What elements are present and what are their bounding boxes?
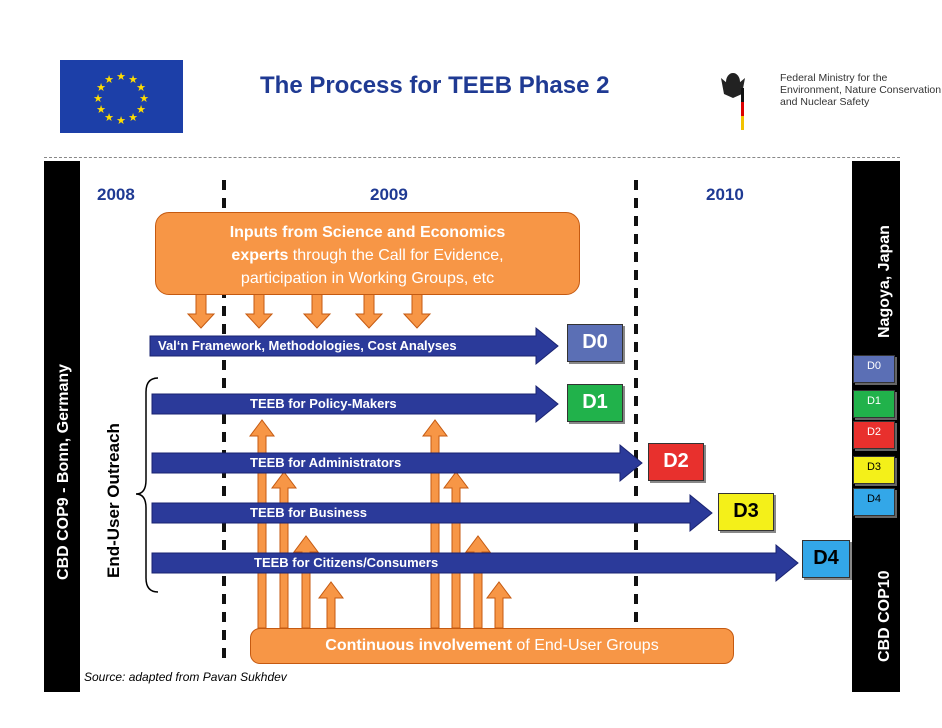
inputs-line-1: Inputs from Science and Economics — [229, 224, 506, 241]
year-label-2009: 2009 — [370, 185, 408, 204]
involvement-arrow — [486, 581, 512, 629]
stream-bar-d1 — [151, 384, 559, 424]
deliverable-d2: D2 — [648, 443, 704, 481]
input-arrow — [186, 293, 216, 329]
ministry-name: Federal Ministry for the Environment, Na… — [780, 72, 942, 108]
stream-bar-d4 — [151, 543, 799, 583]
header-divider — [44, 157, 900, 158]
svg-text:★: ★ — [93, 92, 103, 105]
input-arrow — [402, 293, 432, 329]
outreach-brace — [135, 377, 159, 593]
deliverable-d0: D0 — [567, 324, 623, 362]
mini-deliverable-d1: D1 — [853, 390, 895, 418]
deliverable-d3: D3 — [718, 493, 774, 531]
svg-text:★: ★ — [128, 111, 138, 124]
continuous-bold: Continuous involvement — [325, 637, 512, 654]
involvement-arrow — [249, 419, 275, 629]
svg-text:★: ★ — [116, 114, 126, 127]
stream-label-text: TEEB for Business — [250, 505, 368, 520]
left-milestone-band — [44, 161, 80, 692]
stream-label-text: TEEB for Citizens/Consumers — [254, 555, 439, 570]
stream-bar-d2 — [151, 443, 643, 483]
year-label-2010: 2010 — [706, 185, 744, 204]
ministry-logo — [718, 68, 908, 130]
input-arrow — [244, 293, 274, 329]
input-arrow — [354, 293, 384, 329]
svg-text:★: ★ — [104, 73, 114, 86]
svg-text:★: ★ — [136, 81, 146, 94]
inputs-line-3: participation in Working Groups, etc — [240, 270, 495, 287]
ministry-line: and Nuclear Safety — [780, 96, 870, 108]
stream-label-text: TEEB for Administrators — [250, 455, 402, 470]
deliverable-d4: D4 — [802, 540, 850, 578]
mini-deliverable-d4: D4 — [853, 488, 895, 516]
continuous-involvement-box: Continuous involvement of End-User Group… — [250, 628, 734, 664]
svg-text:★: ★ — [128, 73, 138, 86]
stream-bar-d0 — [149, 326, 559, 366]
svg-text:★: ★ — [96, 81, 106, 94]
svg-text:★: ★ — [116, 70, 126, 83]
source-note: Source: adapted from Pavan Sukhdev — [84, 670, 287, 684]
inputs-line-2-bold: experts — [231, 247, 289, 264]
inputs-line-2: experts through the Call for Evidence, — [156, 244, 579, 267]
involvement-arrow — [271, 471, 297, 629]
mini-deliverable-d2: D2 — [853, 421, 895, 449]
eu-flag-logo: ★★★ ★★★ ★★★ ★★★ — [60, 60, 183, 133]
page-title: The Process for TEEB Phase 2 — [260, 72, 610, 99]
stream-label-text: Val‘n Framework, Methodologies, Cost Ana… — [158, 338, 457, 353]
ministry-line: Federal Ministry for the — [780, 72, 888, 84]
involvement-arrow — [443, 471, 469, 629]
svg-text:★: ★ — [136, 103, 146, 116]
stream-bar-d3 — [151, 493, 713, 533]
involvement-arrow — [465, 535, 491, 629]
svg-text:★: ★ — [96, 103, 106, 116]
involvement-arrow — [293, 535, 319, 629]
mini-deliverable-d3: D3 — [853, 456, 895, 484]
involvement-arrow — [318, 581, 344, 629]
inputs-box: Inputs from Science and Economics expert… — [155, 212, 580, 295]
ministry-line: Environment, Nature Conservation — [780, 84, 942, 96]
deliverable-d1: D1 — [567, 384, 623, 422]
input-arrow — [302, 293, 332, 329]
continuous-rest: of End-User Groups — [511, 637, 659, 654]
stream-label-text: TEEB for Policy-Makers — [250, 396, 397, 411]
inputs-line-2-rest: through the Call for Evidence, — [288, 247, 504, 264]
year-label-2008: 2008 — [97, 185, 135, 204]
svg-text:★: ★ — [104, 111, 114, 124]
svg-text:★: ★ — [139, 92, 149, 105]
mini-deliverable-d0: D0 — [853, 355, 895, 383]
involvement-arrow — [422, 419, 448, 629]
